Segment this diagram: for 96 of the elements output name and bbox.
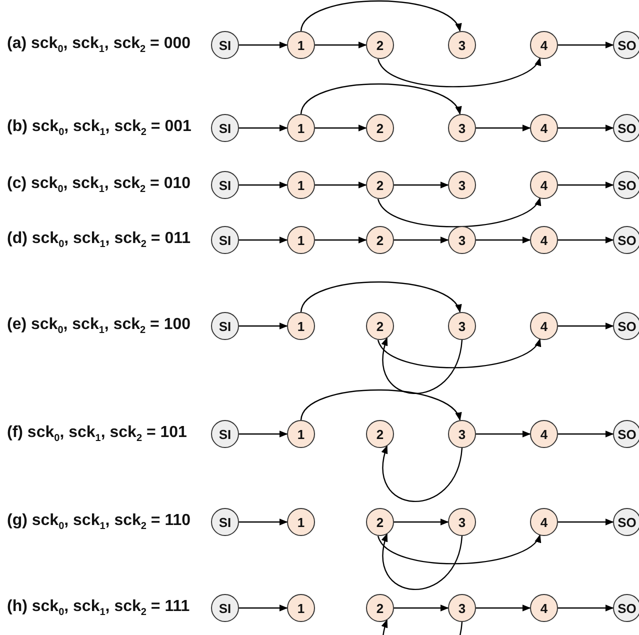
arrow <box>239 236 288 244</box>
arrow <box>476 124 531 132</box>
node-circle: SO <box>613 226 639 254</box>
row-caption: (b) sck$_{0}$, sck$_{1}$, sck$_{2}$ = 001 <box>7 118 192 138</box>
arrow <box>315 236 367 244</box>
node-circle: SI <box>211 594 239 622</box>
arrow <box>377 57 540 88</box>
node-circle: 3 <box>448 226 476 254</box>
node-circle: 4 <box>530 508 558 536</box>
arrow <box>476 236 531 244</box>
row-caption: (g) sck$_{0}$, sck$_{1}$, sck$_{2}$ = 110 <box>7 512 190 532</box>
row-caption: (h) sck$_{0}$, sck$_{1}$, sck$_{2}$ = 111 <box>7 598 190 618</box>
node-circle: 3 <box>448 312 476 340</box>
node-circle: 1 <box>287 508 315 536</box>
node-circle: SO <box>613 171 639 199</box>
node-circle: SI <box>211 171 239 199</box>
node-circle: 1 <box>287 114 315 142</box>
node-circle: SI <box>211 312 239 340</box>
node-circle: 4 <box>530 31 558 59</box>
arrow <box>558 182 614 188</box>
node-circle: 2 <box>366 594 394 622</box>
node-circle: SO <box>613 31 639 59</box>
arrow <box>300 389 461 421</box>
node-circle: 3 <box>448 114 476 142</box>
arrow <box>558 604 614 612</box>
arrow <box>558 430 614 438</box>
node-circle: 2 <box>366 312 394 340</box>
node-circle: SI <box>211 114 239 142</box>
node-circle: 4 <box>530 226 558 254</box>
arrow <box>394 604 449 612</box>
arrow <box>558 124 614 132</box>
node-circle: 1 <box>287 312 315 340</box>
node-circle: SI <box>211 420 239 448</box>
node-circle: 2 <box>366 420 394 448</box>
arrow <box>382 337 463 394</box>
node-circle: 4 <box>530 594 558 622</box>
node-circle: 1 <box>287 420 315 448</box>
arrow <box>315 182 367 188</box>
arrow <box>476 430 531 438</box>
arrow <box>239 604 288 612</box>
arrow <box>382 619 463 635</box>
node-circle: 4 <box>530 420 558 448</box>
node-circle: 4 <box>530 114 558 142</box>
node-circle: SI <box>211 226 239 254</box>
arrow <box>300 281 461 313</box>
arrow <box>315 42 367 48</box>
node-circle: 1 <box>287 31 315 59</box>
arrow <box>377 534 540 564</box>
node-circle: 2 <box>366 114 394 142</box>
arrow <box>239 518 288 526</box>
row-caption: (e) sck$_{0}$, sck$_{1}$, sck$_{2}$ = 100 <box>7 316 191 336</box>
arrow <box>300 83 461 115</box>
row-caption: (d) sck$_{0}$, sck$_{1}$, sck$_{2}$ = 011 <box>7 230 190 250</box>
arrow <box>239 322 288 330</box>
node-circle: SO <box>613 420 639 448</box>
node-circle: SO <box>613 312 639 340</box>
arrow <box>558 42 614 48</box>
arrow <box>394 518 449 526</box>
node-circle: 1 <box>287 171 315 199</box>
arrow <box>315 124 367 132</box>
node-circle: 1 <box>287 594 315 622</box>
node-circle: SI <box>211 508 239 536</box>
node-circle: 2 <box>366 508 394 536</box>
arrow <box>239 42 288 48</box>
node-circle: SO <box>613 594 639 622</box>
node-circle: 3 <box>448 420 476 448</box>
node-circle: 1 <box>287 226 315 254</box>
node-circle: SO <box>613 114 639 142</box>
arrow <box>239 182 288 188</box>
node-circle: 2 <box>366 226 394 254</box>
node-circle: 2 <box>366 171 394 199</box>
arrow <box>394 182 449 188</box>
node-circle: 4 <box>530 171 558 199</box>
arrow <box>476 604 531 612</box>
arrow <box>558 518 614 526</box>
arrow <box>382 533 463 590</box>
arrow <box>239 124 288 132</box>
node-circle: 4 <box>530 312 558 340</box>
node-circle: 2 <box>366 31 394 59</box>
node-circle: SI <box>211 31 239 59</box>
arrow <box>558 236 614 244</box>
node-circle: 3 <box>448 508 476 536</box>
arrow <box>377 197 540 228</box>
row-caption: (f) sck$_{0}$, sck$_{1}$, sck$_{2}$ = 101 <box>7 424 187 444</box>
arrow <box>239 430 288 438</box>
arrow <box>377 338 540 368</box>
arrow <box>394 236 449 244</box>
arrow <box>382 445 463 502</box>
arrow <box>558 322 614 330</box>
node-circle: 3 <box>448 31 476 59</box>
node-circle: 3 <box>448 594 476 622</box>
arrow <box>300 0 461 32</box>
row-caption: (c) sck$_{0}$, sck$_{1}$, sck$_{2}$ = 010 <box>7 174 191 196</box>
node-circle: SO <box>613 508 639 536</box>
row-caption: (a) sck$_{0}$, sck$_{1}$, sck$_{2}$ = 000 <box>7 34 191 56</box>
node-circle: 3 <box>448 171 476 199</box>
